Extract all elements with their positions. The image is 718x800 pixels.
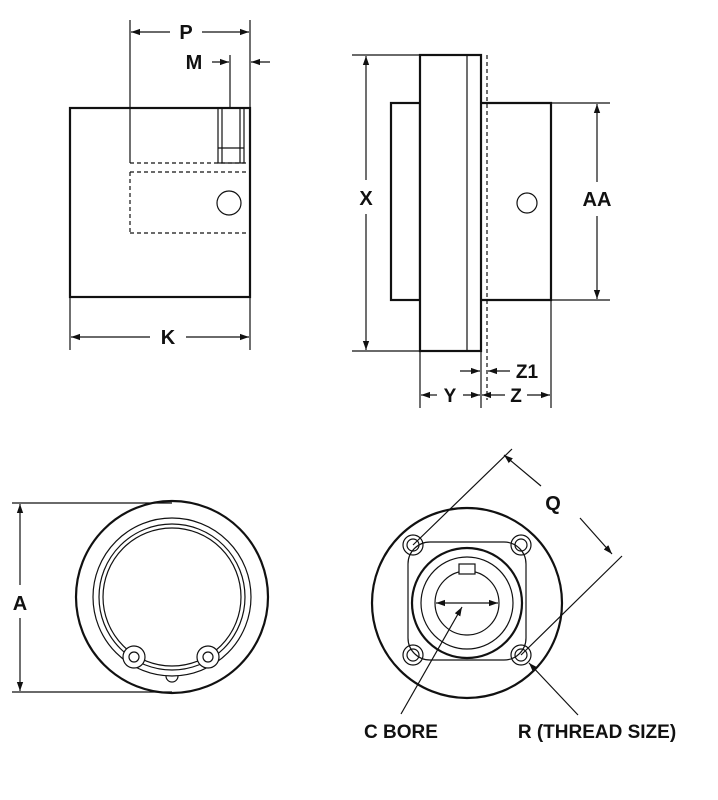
mount-hole-tr — [514, 538, 528, 552]
mount-hole-tl-outer — [402, 534, 424, 556]
set-screw-thread — [218, 108, 244, 163]
hub-outer — [410, 546, 524, 660]
mount-hole-tl — [406, 538, 420, 552]
mount-hole-br — [514, 648, 528, 662]
x-label: X — [359, 188, 373, 210]
c-bore-label: C BORE — [364, 722, 438, 743]
hub-inner — [420, 556, 514, 650]
side-view-hidden-bore — [129, 162, 250, 234]
q-dimension-arrow-down — [579, 517, 613, 555]
mount-hole-bl — [406, 648, 420, 662]
end-view-screw-left-boss — [122, 645, 146, 669]
mount-hole-tr-outer — [510, 534, 532, 556]
end-view: A — [12, 499, 270, 695]
keyway — [458, 563, 476, 575]
aa-extension — [551, 102, 610, 301]
r-thread-size-label: R (THREAD SIZE) — [518, 722, 676, 743]
flange-face-view: Q C BORE R (THREAD SIZE) — [364, 448, 676, 743]
q-label: Q — [545, 493, 561, 515]
side-view: P M K — [68, 20, 270, 350]
end-view-inner-ring — [98, 523, 246, 671]
end-view-ring — [92, 517, 252, 677]
aa-label: AA — [583, 189, 612, 211]
flange-square — [407, 541, 527, 661]
hub — [481, 101, 553, 302]
flange — [418, 53, 483, 353]
y-z-extensions — [419, 300, 552, 408]
z1-label: Z1 — [516, 362, 539, 383]
y-label: Y — [444, 386, 457, 407]
mount-hole-br-outer — [510, 644, 532, 666]
side-view-body — [68, 106, 252, 299]
end-view-outer — [74, 499, 270, 695]
k-extension — [69, 297, 251, 350]
q-dimension-arrow-up — [503, 454, 542, 487]
end-view-screw-left — [128, 651, 140, 663]
end-view-screw-right — [202, 651, 214, 663]
q-extension — [412, 448, 623, 656]
z-label: Z — [510, 386, 522, 407]
r-thread-leader — [528, 662, 579, 716]
end-view-screw-right-boss — [196, 645, 220, 669]
end-view-bottom-notch — [165, 675, 179, 683]
m-label: M — [186, 52, 203, 74]
a-extension — [12, 502, 172, 693]
flange-outer — [370, 506, 564, 700]
a-label: A — [13, 593, 27, 615]
set-screw — [217, 107, 245, 164]
c-bore-leader — [400, 606, 463, 715]
x-extension — [352, 54, 420, 352]
k-label: K — [161, 327, 176, 349]
hub-hole — [516, 192, 538, 214]
mount-hole-bl-outer — [402, 644, 424, 666]
p-label: P — [179, 22, 192, 44]
left-pilot — [389, 101, 422, 302]
end-view-inner-ring-2 — [102, 527, 242, 667]
flange-side-view: X AA Z1 Y Z — [352, 53, 612, 408]
side-view-hole — [216, 190, 242, 216]
